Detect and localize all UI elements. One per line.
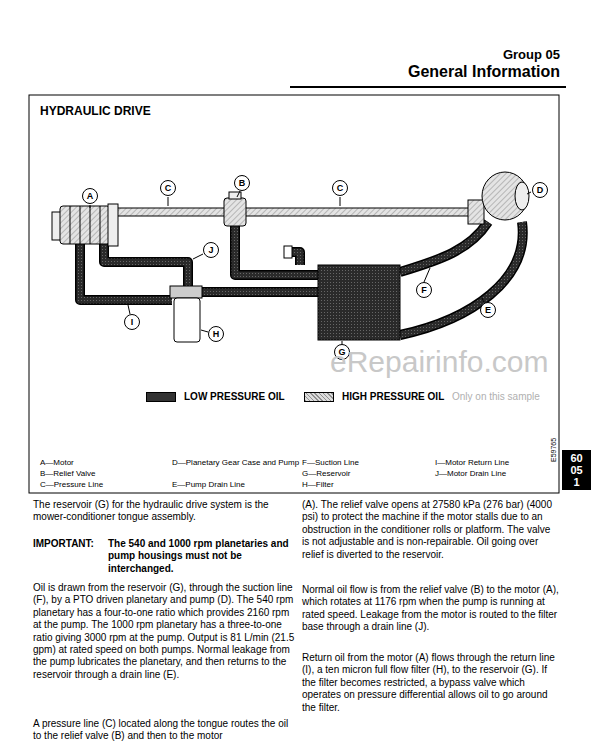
- callout-circle: B: [234, 175, 250, 191]
- key-entry: G—Reservoir: [302, 469, 439, 479]
- callout-letter: I: [131, 317, 134, 327]
- key-entry: H—Filter: [302, 480, 439, 490]
- header-rule: [290, 86, 566, 88]
- body-text: Return oil from the motor (A) flows thro…: [302, 652, 560, 714]
- callout-circle: J: [203, 242, 219, 258]
- key-entry: C—Pressure Line: [40, 480, 174, 490]
- callout-letter: B: [239, 178, 246, 188]
- notice-text: The 540 and 1000 rpm planetaries and pum…: [108, 538, 292, 575]
- callout-circle: C: [332, 180, 348, 196]
- key-entry: J—Motor Drain Line: [435, 469, 566, 479]
- legend-swatch: [304, 392, 334, 402]
- frame: [29, 95, 559, 493]
- watermark: Only on this sample: [452, 391, 540, 403]
- body-text: Normal oil flow is from the relief valve…: [302, 584, 560, 634]
- section-number: 60 05 1: [569, 452, 585, 488]
- watermark: eRepairinfo.com: [330, 346, 548, 378]
- callout-letter: D: [537, 185, 544, 195]
- callout-circle: D: [532, 182, 548, 198]
- callout-circle: C: [160, 180, 176, 196]
- planetary-pump: [468, 172, 529, 224]
- pressure-line: [118, 212, 472, 213]
- filter: [170, 286, 202, 342]
- callout-letter: J: [208, 245, 213, 255]
- reservoir: [284, 246, 400, 340]
- legend-swatch: [146, 392, 176, 402]
- key-entry: B—Relief Valve: [40, 469, 174, 479]
- callout-letter: A: [87, 191, 94, 201]
- notice-heading: IMPORTANT:: [33, 538, 111, 550]
- section-tab: 60 05 1: [562, 450, 591, 490]
- motor: [52, 204, 118, 246]
- callout-letter: H: [213, 329, 220, 339]
- callout-circle: E: [480, 302, 496, 318]
- callout-letter: E: [485, 305, 491, 315]
- body-text: Oil is drawn from the reservoir (G), thr…: [33, 582, 295, 681]
- low-pressure-lines: [80, 222, 523, 335]
- callout-circle: H: [208, 326, 224, 342]
- callout-circle: A: [82, 188, 98, 204]
- header-group: Group 05: [380, 47, 560, 62]
- key-entry: E—Pump Drain Line: [172, 480, 303, 490]
- callout-circle: I: [124, 314, 140, 330]
- legend-text: LOW PRESSURE OIL: [184, 391, 285, 402]
- key-entry: F—Suction Line: [302, 458, 439, 468]
- legend-text: HIGH PRESSURE OIL: [342, 391, 444, 402]
- body-text: (A). The relief valve opens at 27580 kPa…: [302, 499, 560, 561]
- diagram-title: HYDRAULIC DRIVE: [40, 104, 151, 118]
- relief-valve: [224, 192, 246, 226]
- body-text: A pressure line (C) located along the to…: [33, 718, 295, 743]
- leader-lines: [90, 191, 531, 344]
- body-text: The reservoir (G) for the hydraulic driv…: [33, 499, 295, 524]
- key-entry: A—Motor: [40, 458, 174, 468]
- callout-circle: F: [416, 282, 432, 298]
- callout-letter: F: [421, 285, 427, 295]
- figure-number: E59765: [548, 438, 560, 462]
- header-section: General Information: [330, 63, 560, 81]
- callout-letter: C: [165, 183, 172, 193]
- callout-letter: C: [337, 183, 344, 193]
- key-entry: I—Motor Return Line: [435, 458, 566, 468]
- key-entry: D—Planetary Gear Case and Pump: [172, 458, 303, 468]
